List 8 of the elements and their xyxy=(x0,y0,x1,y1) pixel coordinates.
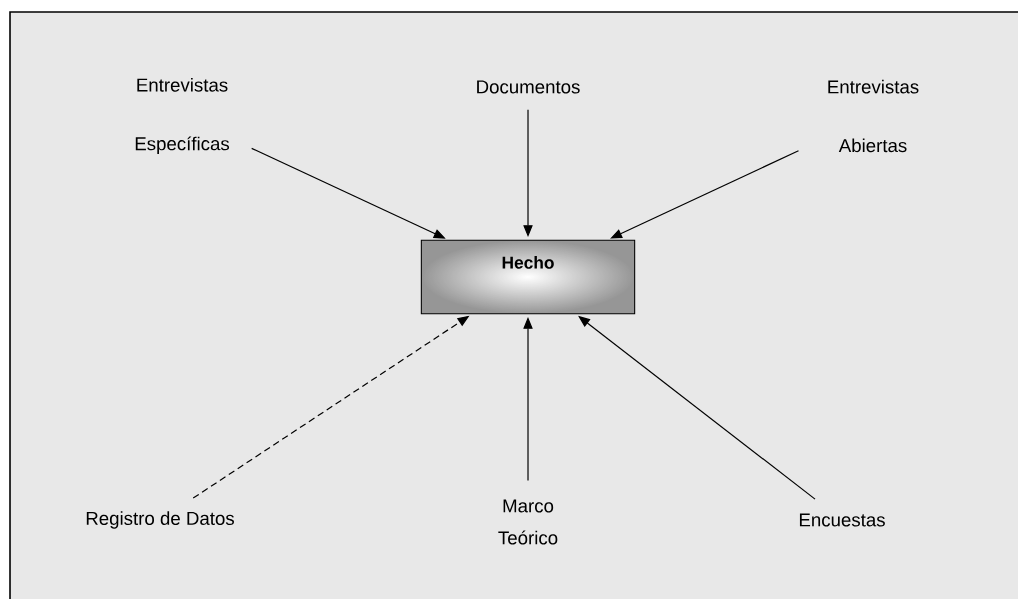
node-label: Documentos xyxy=(477,80,580,94)
process-box: Hecho xyxy=(420,239,636,315)
node-label: Entrevistas Abiertas xyxy=(828,79,919,153)
node-label: Registro de Datos xyxy=(86,511,234,529)
node-label: Entrevistas Específicas xyxy=(135,77,230,154)
node-label: Encuestas xyxy=(799,513,885,527)
node-label: Marco Teórico xyxy=(498,499,558,545)
arrow xyxy=(610,150,800,239)
